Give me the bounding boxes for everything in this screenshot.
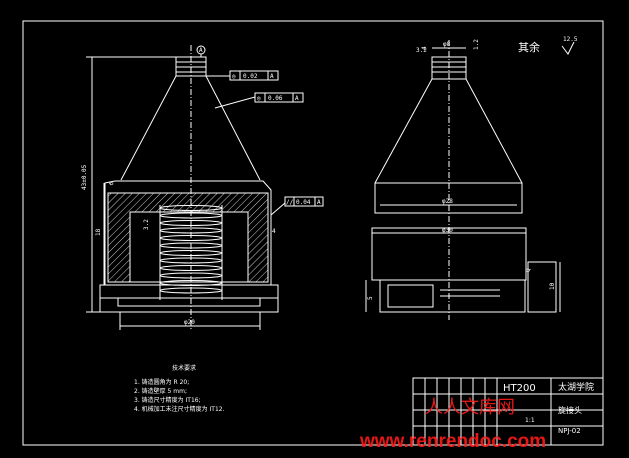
svg-text://: // xyxy=(286,199,294,206)
dim-base-diameter: φ20 xyxy=(184,319,195,326)
svg-text:技术要求: 技术要求 xyxy=(172,364,196,372)
spring-coil xyxy=(159,205,223,211)
svg-text:◎: ◎ xyxy=(232,73,236,80)
svg-text:0.04: 0.04 xyxy=(296,199,311,206)
dim-top-diameter: φ8 xyxy=(443,41,451,48)
dim-body-diameter: φ30 xyxy=(442,227,453,234)
dim-side-10: 10 xyxy=(549,282,556,290)
svg-text:3. 铸造尺寸精度为 IT16;: 3. 铸造尺寸精度为 IT16; xyxy=(134,396,201,404)
dim-top-small-b: 4 xyxy=(421,46,428,50)
tech-requirements: 技术要求 1. 铸造圆角为 R 20; 2. 铸造壁厚 5 mm; 3. 铸造尺… xyxy=(134,364,225,413)
right-front-view: φ28 φ30 5 10 Q φ8 3.2 4 1.2 xyxy=(365,39,561,320)
title-scale: 1:1 xyxy=(525,417,535,424)
right-upper-body xyxy=(374,182,523,214)
dim-top-small-a: 3.2 xyxy=(416,47,427,54)
cone-right-edge xyxy=(205,75,261,181)
dim-side-5: 5 xyxy=(367,296,374,300)
svg-text:4. 机械加工未注尺寸精度为 IT12.: 4. 机械加工未注尺寸精度为 IT12. xyxy=(134,405,225,413)
spring-coil xyxy=(159,287,223,294)
svg-text:1. 铸造圆角为 R 20;: 1. 铸造圆角为 R 20; xyxy=(134,378,189,386)
left-section-view: 43±0.05 18 φ20 4 6 3.2 A ◎ 0.02 A ◎ xyxy=(81,45,324,330)
datum-label: A xyxy=(199,47,203,54)
roughness-note: 其余 12.5 xyxy=(518,36,578,55)
outer-frame xyxy=(22,20,604,446)
dim-side-4: 4 xyxy=(272,228,276,235)
svg-text:◎: ◎ xyxy=(257,95,261,102)
spring-coil xyxy=(159,235,223,241)
svg-text:其余: 其余 xyxy=(518,40,540,54)
title-part-name: 旋接头 xyxy=(558,405,582,415)
right-base xyxy=(379,279,526,313)
svg-text:A: A xyxy=(295,95,299,102)
title-material: HT200 xyxy=(503,383,536,394)
dim-body-height: 18 xyxy=(95,228,102,236)
svg-text:A: A xyxy=(270,73,274,80)
title-block: HT200 太湖学院 旋接头 1:1 NPJ-02 xyxy=(412,377,604,446)
spring-coil xyxy=(159,212,223,219)
spring-coil xyxy=(159,227,223,234)
body-hatch xyxy=(107,192,269,283)
spring xyxy=(159,205,223,300)
watermark-logo-text: 人人文库网 xyxy=(425,397,515,418)
watermark-url: www.renrendoc.com xyxy=(359,431,546,452)
svg-text:2. 铸造壁厚 5 mm;: 2. 铸造壁厚 5 mm; xyxy=(134,387,187,395)
dim-roughness-local: 3.2 xyxy=(143,219,150,230)
dim-mid-diameter: φ28 xyxy=(442,198,453,205)
tolerance-frame-3: // 0.04 A xyxy=(270,196,324,216)
watermark: 人人文库网 www.renrendoc.com xyxy=(359,397,546,452)
dim-overall-height: 43±0.05 xyxy=(81,164,88,190)
spring-coil xyxy=(159,250,223,256)
dim-top-small-c: 1.2 xyxy=(473,39,480,50)
svg-text:12.5: 12.5 xyxy=(563,36,578,43)
cone-left-edge xyxy=(120,75,177,181)
title-drawing-no: NPJ-02 xyxy=(558,427,581,435)
svg-text:0.06: 0.06 xyxy=(268,95,283,102)
svg-text:A: A xyxy=(317,199,321,206)
spring-coil xyxy=(159,220,223,226)
svg-text:0.02: 0.02 xyxy=(243,73,258,80)
base xyxy=(99,284,279,313)
title-school: 太湖学院 xyxy=(558,381,594,393)
spring-coil xyxy=(159,257,223,264)
spring-coil xyxy=(159,242,223,249)
dim-right-q: Q xyxy=(525,268,532,272)
tolerance-frame-1: ◎ 0.02 A xyxy=(206,70,279,81)
spring-coil xyxy=(159,272,223,279)
tolerance-frame-2: ◎ 0.06 A xyxy=(214,92,304,109)
spring-coil xyxy=(159,265,223,271)
dim-left-6: 6 xyxy=(108,180,116,187)
